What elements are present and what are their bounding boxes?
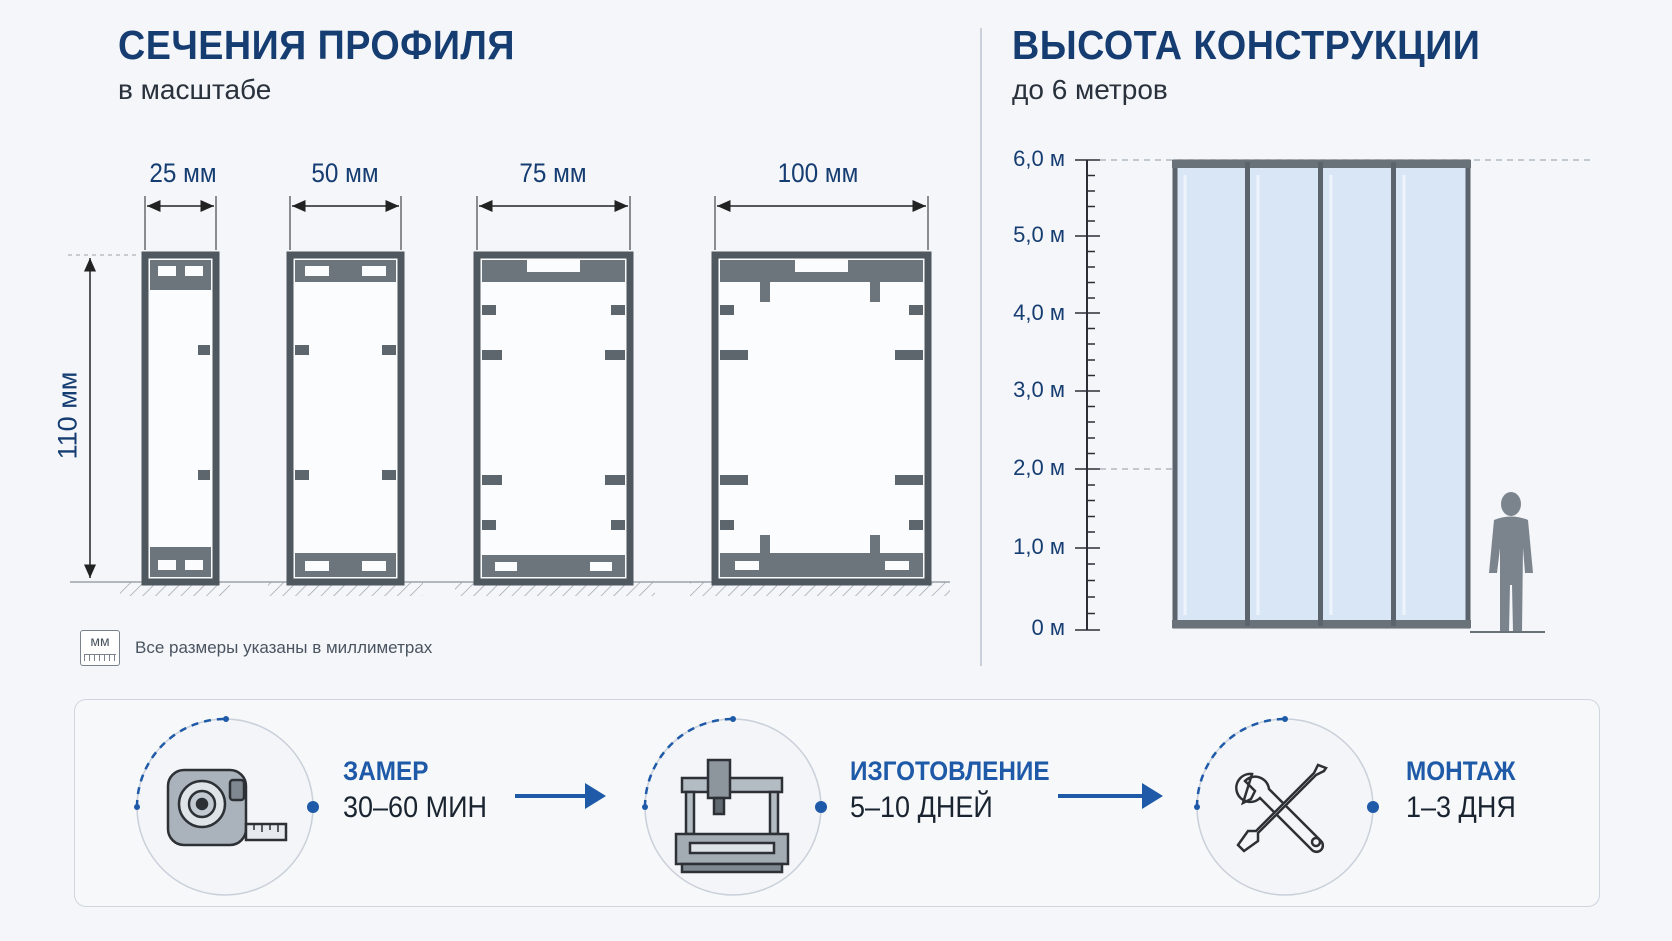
step-title: ЗАМЕР [343,756,429,786]
step-arrow-head [585,783,606,809]
step-duration: 30–60 МИН [343,791,487,824]
section-divider [980,28,982,666]
tape-measure-icon [166,768,288,847]
height-title: ВЫСОТА КОНСТРУКЦИИ [1012,22,1481,68]
step-arrow-head [1142,783,1163,809]
ruler-icon-text: мм [90,633,110,649]
glass-mullion [1245,162,1250,626]
profile-section-100 [711,196,932,586]
profile-section-50 [286,196,405,586]
step-duration: 5–10 ДНЕЙ [850,791,993,824]
step-duration: 1–3 ДНЯ [1406,791,1516,824]
profile-width-label: 75 мм [519,158,587,188]
scale-tick-label: 2,0 м [1013,455,1065,480]
profile-width-label: 50 мм [311,158,379,188]
height-subtitle: до 6 метров [1012,74,1168,105]
glass-mullion [1318,162,1323,626]
profile-width-label: 25 мм [149,158,217,188]
glass-partition [1172,159,1471,629]
scale-tick-label: 6,0 м [1013,146,1065,171]
step-title: ИЗГОТОВЛЕНИЕ [850,756,1050,786]
profile-section-75 [473,196,634,586]
scale-tick-label: 0 м [1031,615,1065,640]
scale-tick-label: 5,0 м [1013,222,1065,247]
profiles-subtitle: в масштабе [118,74,272,105]
scale-tick-label: 4,0 м [1013,300,1065,325]
profile-width-label: 100 мм [777,158,859,188]
tools-icon [1235,763,1328,854]
step-title: МОНТАЖ [1406,756,1516,786]
units-note: Все размеры указаны в миллиметрах [135,638,433,657]
person-icon [1489,492,1533,632]
glass-mullion [1391,162,1396,626]
scale-tick-label: 3,0 м [1013,377,1065,402]
profile-section-25 [141,196,220,586]
height-drawing [1075,159,1595,633]
profiles-title: СЕЧЕНИЯ ПРОФИЛЯ [118,22,515,68]
scale-ticks [1075,159,1100,631]
scale-tick-label: 1,0 м [1013,534,1065,559]
profile-sections-drawing [68,196,950,596]
process-steps-drawing [134,716,1379,896]
ruler-icon: мм [80,630,120,666]
cnc-machine-icon [674,758,790,874]
